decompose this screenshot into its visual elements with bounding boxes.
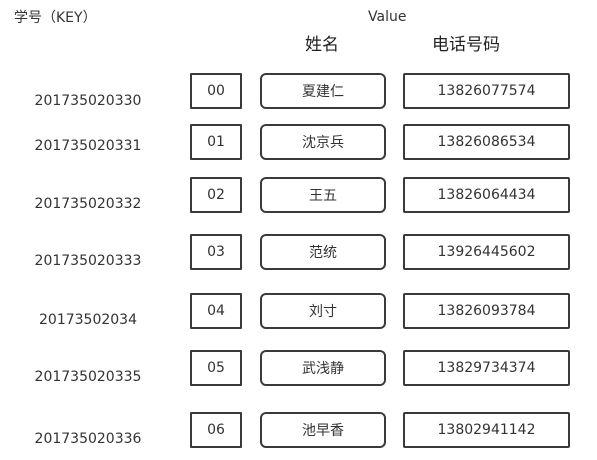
value-header: Value: [368, 9, 407, 25]
key-column-header: 学号（KEY）: [14, 10, 97, 26]
student-id-key: 20173502034: [39, 312, 137, 328]
name-cell: 武浅静: [260, 350, 386, 386]
index-cell: 06: [190, 412, 242, 448]
table-row: 201735020332 02 王五 13826064434: [0, 177, 597, 215]
table-row: 201735020331 01 沈京兵 13826086534: [0, 124, 597, 162]
index-cell: 01: [190, 124, 242, 160]
phone-cell: 13802941142: [403, 412, 570, 448]
name-cell: 范统: [260, 234, 386, 270]
phone-cell: 13826064434: [403, 177, 570, 213]
name-cell: 池早香: [260, 412, 386, 448]
phone-cell: 13826077574: [403, 73, 570, 109]
table-row: 201735020330 00 夏建仁 13826077574: [0, 73, 597, 111]
phone-cell: 13926445602: [403, 234, 570, 270]
table-row: 20173502034 04 刘寸 13826093784: [0, 293, 597, 331]
name-column-header: 姓名: [305, 35, 339, 55]
index-cell: 02: [190, 177, 242, 213]
student-id-key: 201735020335: [34, 369, 142, 385]
table-row: 201735020333 03 范统 13926445602: [0, 234, 597, 272]
name-cell: 刘寸: [260, 293, 386, 329]
index-cell: 04: [190, 293, 242, 329]
student-id-key: 201735020333: [34, 253, 142, 269]
index-cell: 05: [190, 350, 242, 386]
name-cell: 夏建仁: [260, 73, 386, 109]
student-id-key: 201735020332: [34, 196, 142, 212]
phone-column-header: 电话号码: [432, 35, 500, 55]
table-row: 201735020336 06 池早香 13802941142: [0, 412, 597, 450]
student-id-key: 201735020331: [34, 138, 142, 154]
index-cell: 03: [190, 234, 242, 270]
phone-cell: 13826086534: [403, 124, 570, 160]
phone-cell: 13829734374: [403, 350, 570, 386]
name-cell: 王五: [260, 177, 386, 213]
phone-cell: 13826093784: [403, 293, 570, 329]
name-cell: 沈京兵: [260, 124, 386, 160]
table-row: 201735020335 05 武浅静 13829734374: [0, 350, 597, 388]
student-id-key: 201735020336: [34, 431, 142, 447]
student-id-key: 201735020330: [34, 93, 142, 109]
index-cell: 00: [190, 73, 242, 109]
